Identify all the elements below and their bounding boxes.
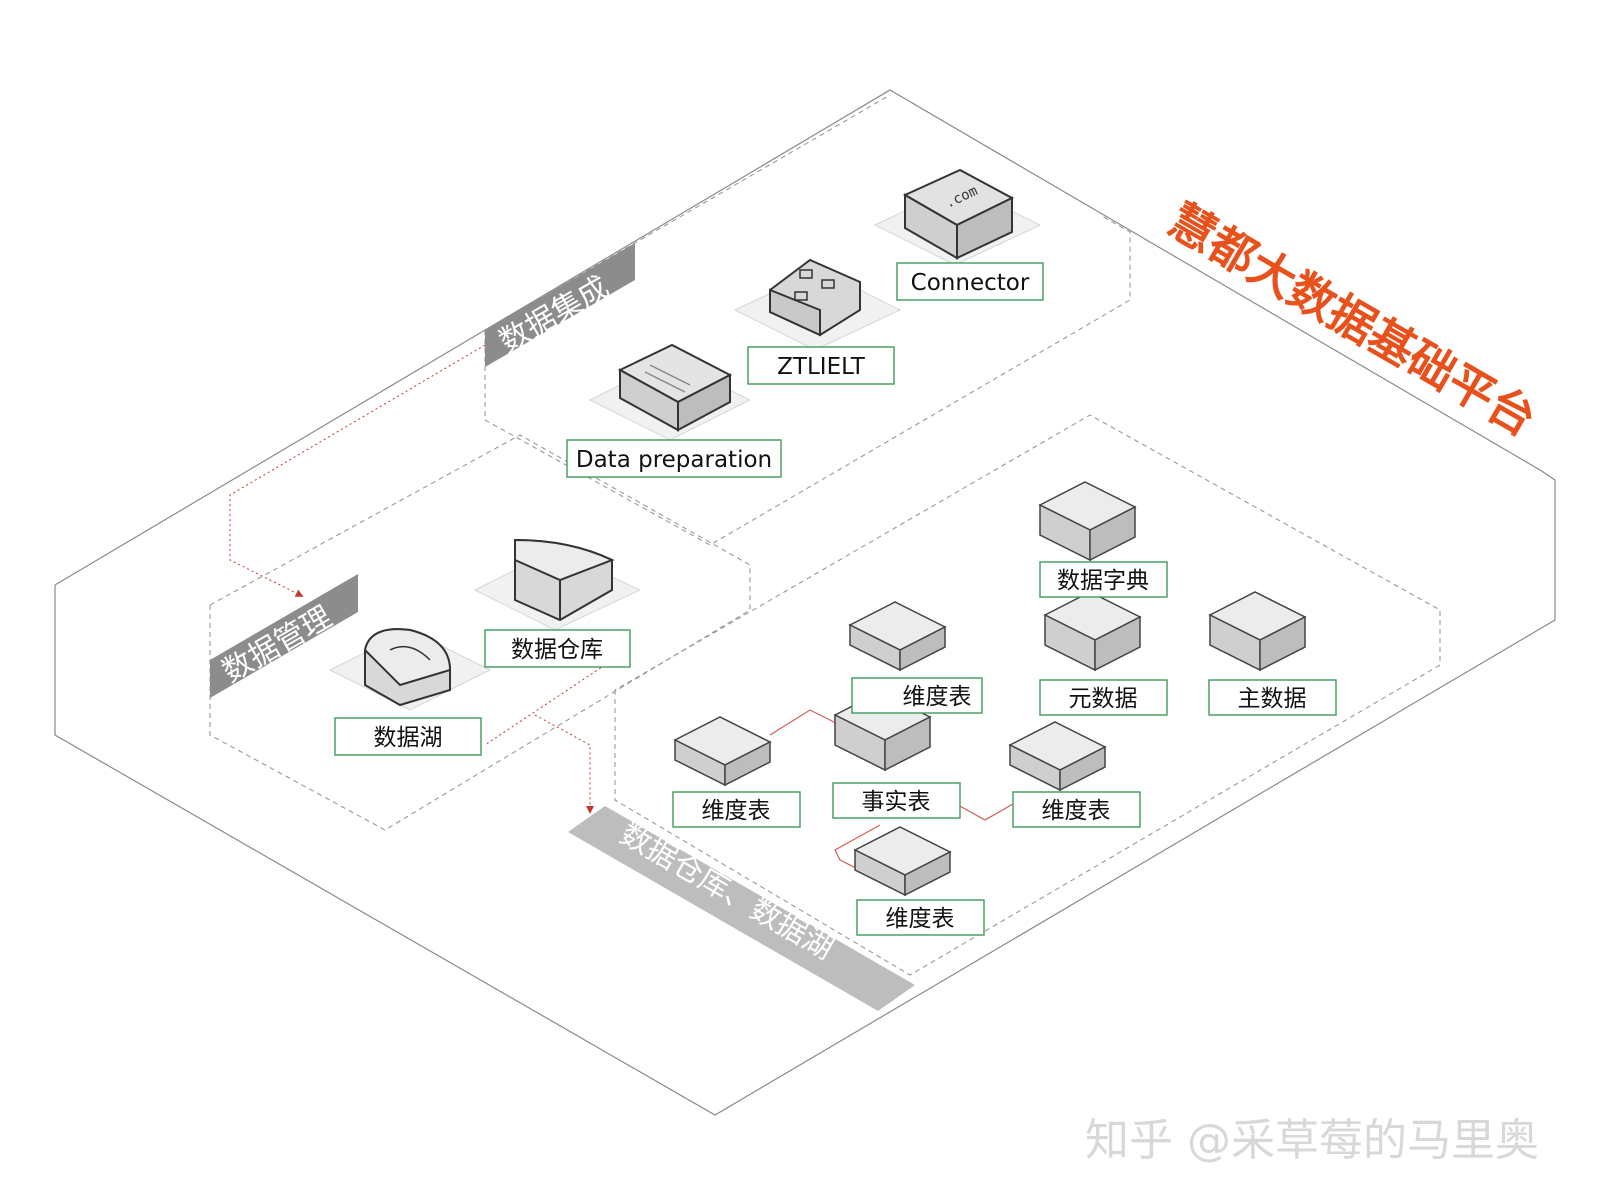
master-data-label: 主数据 bbox=[1208, 679, 1337, 716]
web-domain-icon: .com bbox=[873, 168, 1042, 266]
dimension-table-icon bbox=[848, 601, 947, 672]
warehouse-lake-title: 数据仓库、数据湖 bbox=[614, 817, 839, 967]
data-preparation-icon bbox=[588, 343, 752, 441]
dimension-table-label-left: 维度表 bbox=[672, 791, 801, 828]
svg-text:Connector: Connector bbox=[911, 270, 1030, 296]
master-data-icon bbox=[1208, 591, 1307, 672]
metadata-icon bbox=[1043, 591, 1142, 672]
svg-text:元数据: 元数据 bbox=[1069, 686, 1138, 712]
platform-title: 慧都大数据基础平台 bbox=[1160, 193, 1546, 447]
svg-text:维度表: 维度表 bbox=[702, 798, 771, 824]
data-lake-label: 数据湖 bbox=[334, 717, 482, 756]
svg-text:主数据: 主数据 bbox=[1238, 686, 1307, 712]
data-lake-icon bbox=[328, 628, 492, 711]
dimension-table-icon bbox=[853, 826, 952, 897]
svg-text:数据湖: 数据湖 bbox=[374, 725, 443, 751]
management-band: 数据管理 bbox=[210, 574, 358, 698]
svg-text:数据仓库: 数据仓库 bbox=[511, 637, 603, 663]
etl-flow-icon bbox=[733, 258, 902, 351]
dimension-table-label-top: 维度表 bbox=[851, 677, 983, 714]
connector-lines bbox=[229, 344, 606, 814]
warehouse-lake-panel bbox=[614, 414, 1441, 976]
dimension-table-icon bbox=[1008, 721, 1107, 792]
data-dictionary-label: 数据字典 bbox=[1039, 561, 1168, 598]
management-panel bbox=[209, 434, 751, 831]
metadata-label: 元数据 bbox=[1039, 679, 1168, 716]
dimension-table-icon bbox=[673, 716, 772, 787]
data-warehouse-label: 数据仓库 bbox=[484, 629, 631, 668]
data-dictionary-icon bbox=[1038, 481, 1137, 562]
svg-text:Data preparation: Data preparation bbox=[576, 447, 772, 473]
dimension-table-label-right: 维度表 bbox=[1012, 791, 1141, 828]
svg-text:数据字典: 数据字典 bbox=[1057, 568, 1149, 594]
fact-table-label: 事实表 bbox=[832, 782, 961, 819]
svg-text:ZTLIELT: ZTLIELT bbox=[777, 354, 866, 380]
management-title: 数据管理 bbox=[217, 600, 338, 690]
integration-band: 数据集成 bbox=[485, 243, 635, 367]
platform-frame bbox=[54, 89, 1556, 1116]
integration-panel bbox=[484, 94, 1131, 546]
connector-label: Connector bbox=[896, 262, 1044, 301]
svg-text:维度表: 维度表 bbox=[1042, 798, 1111, 824]
svg-text:维度表: 维度表 bbox=[886, 906, 955, 932]
data-preparation-label: Data preparation bbox=[566, 439, 782, 478]
svg-text:维度表: 维度表 bbox=[903, 684, 972, 710]
warehouse-icon bbox=[473, 538, 642, 631]
svg-text:事实表: 事实表 bbox=[862, 789, 931, 815]
dimension-table-label-bottom: 维度表 bbox=[856, 899, 985, 936]
ztlielt-label: ZTLIELT bbox=[747, 346, 895, 385]
watermark: 知乎 @采草莓的马里奥 bbox=[1085, 1115, 1539, 1166]
